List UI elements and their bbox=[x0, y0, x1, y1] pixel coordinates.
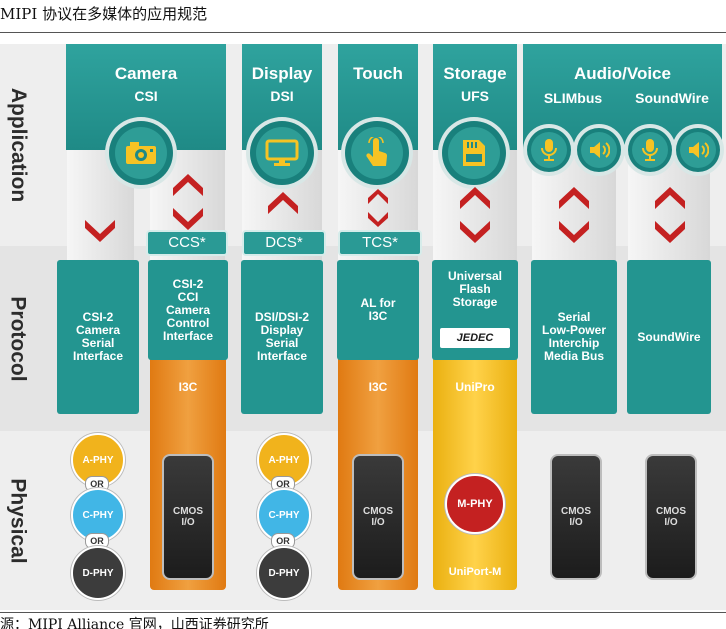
touch-badge bbox=[345, 121, 409, 185]
soundwire-mic-badge bbox=[628, 128, 672, 172]
cmos-io-touch: CMOS I/O bbox=[352, 454, 404, 580]
display-badge bbox=[250, 121, 314, 185]
cmos-io-cci: CMOS I/O bbox=[162, 454, 214, 580]
camera-icon bbox=[126, 142, 156, 164]
unipro-label: UniPro bbox=[455, 380, 495, 394]
csi2-protocol-box: CSI-2 Camera Serial Interface bbox=[57, 260, 139, 414]
dcs-box: DCS* bbox=[242, 230, 326, 256]
protocol-layer-label: Protocol bbox=[7, 295, 31, 382]
uniport-m-label: UniPort-M bbox=[448, 566, 502, 578]
display-up-chevron bbox=[268, 192, 298, 214]
microphone-icon bbox=[541, 139, 557, 161]
slimbus-mic-badge bbox=[527, 128, 571, 172]
mphy-circle: M-PHY bbox=[445, 474, 505, 534]
speaker-icon bbox=[689, 142, 709, 158]
touch-i3c-label: I3C bbox=[368, 380, 388, 394]
application-layer-label: Application bbox=[7, 87, 30, 203]
cci-protocol-box: CSI-2 CCI Camera Control Interface bbox=[148, 260, 228, 360]
source-note: 源：MIPI Alliance 官网，山西证券研究所 bbox=[0, 617, 269, 629]
touch-hand-icon bbox=[366, 137, 388, 166]
tcs-box: TCS* bbox=[338, 230, 422, 256]
page-title: MIPI 协议在多媒体的应用规范 bbox=[0, 5, 208, 23]
cmos-io-soundwire: CMOS I/O bbox=[645, 454, 697, 580]
top-rule bbox=[0, 32, 726, 33]
monitor-icon bbox=[265, 139, 299, 166]
cci-i3c-label: I3C bbox=[178, 380, 198, 394]
slimbus-speaker-badge bbox=[577, 128, 621, 172]
speaker-icon bbox=[590, 142, 610, 158]
physical-layer-label: Physical bbox=[7, 477, 31, 564]
cci-bidirectional-chevron bbox=[173, 174, 203, 230]
touch-bidirectional-chevron bbox=[368, 189, 388, 227]
camera-badge bbox=[109, 121, 173, 185]
mipi-diagram: Application Protocol Physical Camera CSI… bbox=[0, 44, 726, 610]
camera-column-header: Camera CSI bbox=[66, 44, 226, 150]
cmos-io-slimbus: CMOS I/O bbox=[550, 454, 602, 580]
soundwire-bidirectional-chevron bbox=[655, 187, 685, 243]
slimbus-label: SLIMbus bbox=[543, 90, 603, 106]
dsi-protocol-box: DSI/DSI-2 Display Serial Interface bbox=[241, 260, 323, 414]
camera-down-chevron bbox=[85, 220, 115, 242]
jedec-logo: JEDEC bbox=[440, 328, 510, 348]
or-badge-camera-2: OR bbox=[85, 533, 109, 549]
soundwire-protocol-box: SoundWire bbox=[627, 260, 711, 414]
microphone-icon bbox=[642, 139, 658, 161]
sd-card-icon bbox=[463, 140, 485, 166]
slimbus-protocol-box: Serial Low-Power Interchip Media Bus bbox=[531, 260, 617, 414]
al-i3c-protocol-box: AL for I3C bbox=[337, 260, 419, 360]
slimbus-bidirectional-chevron bbox=[559, 187, 589, 243]
storage-badge bbox=[442, 121, 506, 185]
bottom-rule bbox=[0, 612, 726, 613]
soundwire-speaker-badge bbox=[676, 128, 720, 172]
soundwire-label: SoundWire bbox=[635, 90, 709, 106]
storage-bidirectional-chevron bbox=[460, 187, 490, 243]
dphy-camera-circle: D-PHY bbox=[71, 546, 125, 600]
aphy-display-circle: A-PHY bbox=[257, 433, 311, 487]
ccs-box: CCS* bbox=[146, 230, 228, 256]
dphy-display-circle: D-PHY bbox=[257, 546, 311, 600]
